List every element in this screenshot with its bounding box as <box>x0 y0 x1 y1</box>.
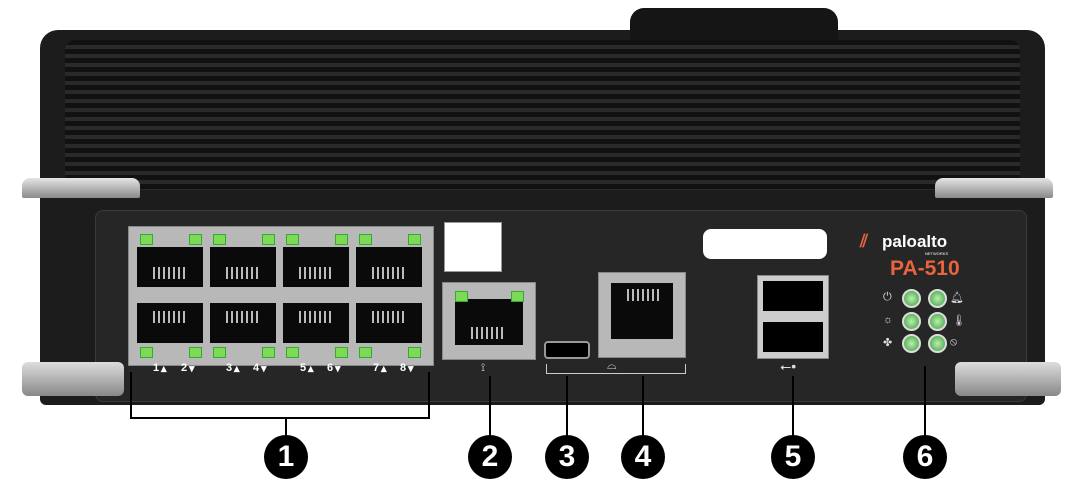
usb-c-console-port <box>544 341 590 359</box>
ethernet-port <box>137 303 203 343</box>
port-led <box>140 347 153 358</box>
ethernet-port <box>356 303 422 343</box>
callout-line <box>489 376 491 436</box>
port-label: 8 <box>400 362 407 374</box>
heatsink <box>65 40 1020 190</box>
port-led <box>140 234 153 245</box>
sun-icon: ☼ <box>883 314 894 326</box>
port-led <box>335 347 348 358</box>
power-icon: ⏻ <box>883 291 892 303</box>
port-led <box>335 234 348 245</box>
callout-5: 5 <box>771 435 815 479</box>
console-bracket <box>546 364 686 374</box>
port-label: 5 <box>300 362 307 374</box>
rj45-console-port <box>598 272 686 358</box>
port-led <box>286 347 299 358</box>
temp-led <box>928 312 947 331</box>
right-foot <box>955 362 1061 396</box>
callout-line <box>566 376 568 436</box>
port-label: 6 <box>327 362 334 374</box>
management-port <box>442 282 536 360</box>
brand-logo-sub: NETWORKS <box>925 251 949 256</box>
status-leds: ⏻ ☼ ✤ 🔔︎ 🌡︎ ⦸ <box>880 287 966 357</box>
brand-mark: ⫽ <box>860 231 869 251</box>
ethernet-ports-block <box>128 226 434 366</box>
blank-label <box>703 229 827 259</box>
port-led <box>213 234 226 245</box>
callout-line <box>130 372 132 418</box>
callout-3: 3 <box>545 435 589 479</box>
network-icon: ⟟ <box>481 362 486 374</box>
bell-icon: 🔔︎ <box>950 292 964 304</box>
port-led <box>189 234 202 245</box>
wrench-icon: ⦸ <box>950 336 958 348</box>
callout-line <box>924 366 926 436</box>
port-label: 4 <box>253 362 260 374</box>
port-led <box>189 347 202 358</box>
callout-line <box>792 376 794 436</box>
maintenance-led <box>928 334 947 353</box>
alarm-led <box>928 289 947 308</box>
callout-1: 1 <box>264 435 308 479</box>
left-foot <box>22 362 124 396</box>
label-sticker <box>444 222 502 272</box>
ethernet-port <box>137 247 203 287</box>
usb-icon: ⭠• <box>780 358 797 374</box>
port-led <box>262 234 275 245</box>
ethernet-port <box>210 247 276 287</box>
port-label: 1 <box>153 362 160 374</box>
ethernet-port <box>210 303 276 343</box>
left-bracket <box>22 178 140 198</box>
callout-line <box>428 372 430 418</box>
ethernet-port <box>356 247 422 287</box>
brand-logo: paloalto <box>882 232 948 251</box>
ethernet-port <box>283 247 349 287</box>
port-labels: 1▴ 2▾ 3▴ 4▾ 5▴ 6▾ 7▴ 8▾ <box>153 362 414 375</box>
ha-led <box>902 312 921 331</box>
port-led <box>359 347 372 358</box>
port-label: 3 <box>226 362 233 374</box>
model-label: PA-510 <box>890 257 960 280</box>
fan-icon: ✤ <box>883 337 893 349</box>
callout-2: 2 <box>468 435 512 479</box>
port-label: 7 <box>373 362 380 374</box>
ethernet-port <box>283 303 349 343</box>
port-led <box>286 234 299 245</box>
callout-6: 6 <box>903 435 947 479</box>
port-label: 2 <box>181 362 188 374</box>
callout-line <box>285 417 287 437</box>
port-led <box>359 234 372 245</box>
port-led <box>213 347 226 358</box>
port-led <box>408 234 421 245</box>
thermometer-icon: 🌡︎ <box>952 315 966 327</box>
port-led <box>408 347 421 358</box>
port-led <box>262 347 275 358</box>
power-led <box>902 289 921 308</box>
callout-4: 4 <box>621 435 665 479</box>
fan-led <box>902 334 921 353</box>
console-icon: ⌓ <box>603 358 621 373</box>
usb-ports <box>757 275 829 359</box>
right-bracket <box>935 178 1053 198</box>
callout-line <box>642 376 644 436</box>
callout-line <box>130 417 430 419</box>
